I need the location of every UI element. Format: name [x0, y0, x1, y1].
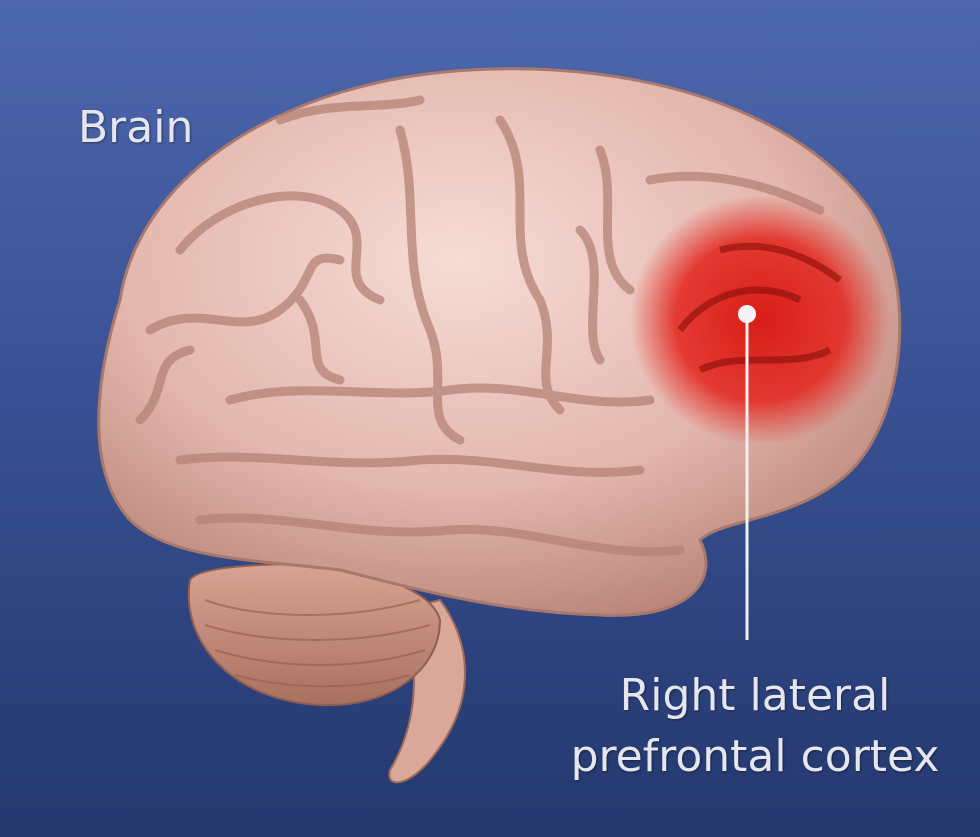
- callout-line-1: Right lateral: [619, 670, 891, 721]
- diagram-title: Brain: [78, 102, 194, 153]
- prefrontal-highlight: [630, 195, 890, 445]
- callout-label: Right lateral prefrontal cortex: [560, 665, 950, 787]
- callout-dot: [738, 305, 756, 323]
- callout-line-2: prefrontal cortex: [570, 731, 940, 782]
- cerebellum: [187, 563, 442, 707]
- gyri: [135, 95, 825, 557]
